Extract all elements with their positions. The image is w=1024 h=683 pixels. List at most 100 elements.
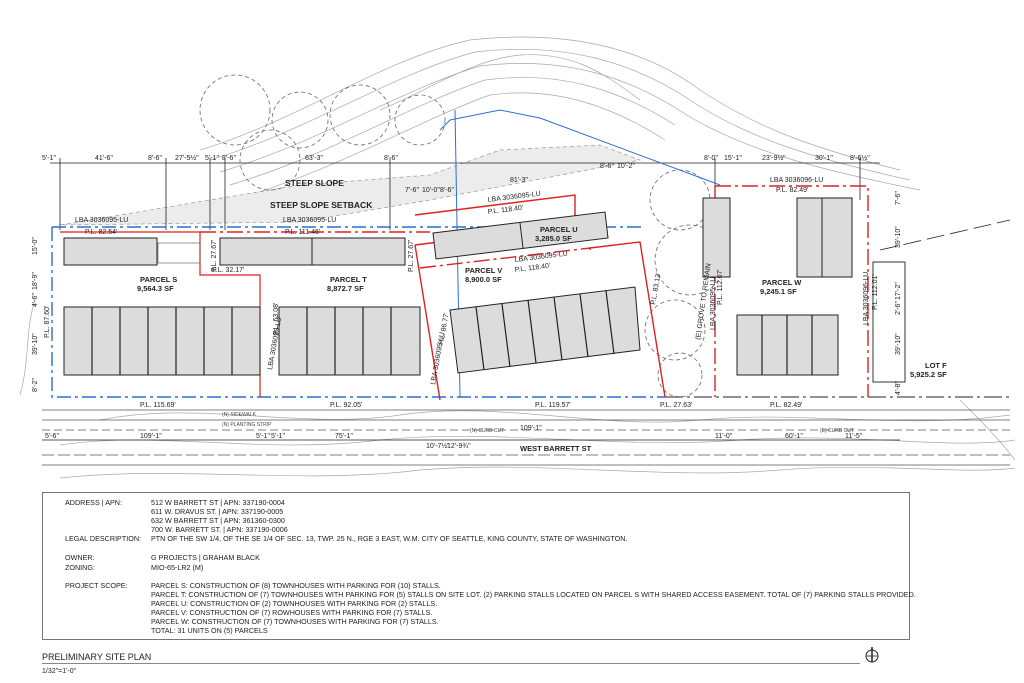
street-lines [42,409,1010,466]
scope-line: PARCEL W: CONSTRUCTION OF (7) TOWNHOUSES… [151,617,439,626]
dim-label: 109'-1" [140,433,162,440]
steep-slope-setback-label: STEEP SLOPE SETBACK [270,200,373,210]
side-dimensions: 15'-0" 18'-9" 4'-6" 39'-10" 8'-2" 7'-6" … [32,191,902,395]
buildings-parcel-u-v [432,211,641,374]
lba-label: LBA 3036095-LU [514,251,568,264]
steep-slope-label: STEEP SLOPE [285,178,344,188]
parcel-s-area: 9,564.3 SF [137,284,174,293]
address-label: ADDRESS | APN: [65,498,122,507]
unit-dividers [91,307,392,375]
lot-f-label: LOT F [925,361,947,370]
pl-label: P.L. 118.40' [514,263,550,274]
owner-value: G PROJECTS | GRAHAM BLACK [151,553,260,562]
dim-label: 5'-1" [42,155,56,162]
parcel-w-area: 9,245.1 SF [760,287,797,296]
dim-label: 12'-9¾" [447,443,471,450]
lba-label: LBA 3036095-LU [283,217,336,224]
top-dimension-string: 5'-1" 41'-6" 8'-6" 27'-5½" 5'-1" 8'-6" 6… [42,154,880,230]
pl-label: P.L. 82.54' [85,229,117,236]
dim-label: 7'-6" [405,187,419,194]
dim-label: 15'-1" [724,155,742,162]
dim-label: 10'-7½" [426,442,450,450]
street-label: WEST BARRETT ST [520,444,592,453]
scope-line: PARCEL V: CONSTRUCTION OF (7) ROWHOUSES … [151,608,433,617]
dim-label: 8'-6" [384,155,398,162]
owner-label: OWNER: [65,553,95,562]
north-arrow-icon [865,647,879,663]
address-line: 632 W BARRETT ST | APN: 361360-0300 [151,516,285,525]
dim-label: 5'-6" [45,433,59,440]
dim-label: 11'-0" [715,433,733,440]
dim-label: 8'-6" [148,155,162,162]
dim-label: 5'-1" [271,433,285,440]
pl-label: P.L. 82.49' [770,402,802,409]
dim-label: 109'-1" [520,425,542,432]
dim-label: 2'-6" [895,301,902,315]
dim-label: 8'-2" [32,378,39,392]
legal-label: LEGAL DESCRIPTION: [65,534,142,543]
dim-label: 8'-6" [600,163,614,170]
dim-label: 39'-10" [895,226,902,248]
dim-label: 75'-1" [335,433,353,440]
pl-label: P.L. 87.60' [44,306,51,338]
parcel-s-label: PARCEL S [140,275,177,284]
buildings-parcel-s-t [63,237,421,376]
sheet-scale: 1/32"=1'-0" [42,668,77,675]
scope-label: PROJECT SCOPE: [65,581,128,590]
dim-label: 39'-10" [32,333,39,355]
dim-label: 39'-10" [895,333,902,355]
dim-label: 63'-3" [305,155,323,162]
lba-label: LBA 3036095-LU [75,217,128,224]
address-row: ADDRESS | APN: 512 W BARRETT ST | APN: 3… [65,498,288,534]
zoning-value: MIO-65-LR2 (M) [151,563,204,572]
bottom-dimensions: 5'-6" 109'-1" 5'-1" 5'-1" 75'-1" 10'-7½"… [45,425,863,450]
pl-label: P.L. 63.08' [273,303,280,335]
dim-label: 18'-9" [32,272,39,290]
pl-label: P.L. 27.67' [211,240,218,272]
lba-label: LBA 3036096-LU [770,177,823,184]
project-info-box: ADDRESS | APN: 512 W BARRETT ST | APN: 3… [42,492,916,640]
parcel-u-label: PARCEL U [540,225,578,234]
scope-line: PARCEL S: CONSTRUCTION OF (8) TOWNHOUSES… [151,581,441,590]
lba-label: LBA 3036095-LU [710,277,717,330]
legal-description: PTN OF THE SW 1/4, OF THE SE 1/4 OF SEC.… [151,534,628,543]
pl-label: P.L. 112.07' [717,269,724,305]
buildings-parcel-w [702,197,906,383]
dim-label: 5'-1" [205,155,219,162]
pl-label: P.L. 112.01' [872,274,879,310]
scope-line: PARCEL U: CONSTRUCTION OF (2) TOWNHOUSES… [151,599,438,608]
pl-label: P.L. 27.63' [660,402,692,409]
note-label: (E) CURB CUT [820,428,854,434]
parcel-u-area: 3,285.0 SF [535,234,572,243]
pl-label: P.L. 27.67' [408,240,415,272]
dim-label: 8'-6" [440,187,454,194]
dim-label: 4'-8" [895,381,902,395]
address-line: 611 W. DRAVUS ST. | APN: 337190-0005 [151,507,284,516]
dim-label: 15'-0" [32,237,39,255]
dim-label: 17'-2" [895,282,902,300]
steep-slope-setback-area [59,144,642,226]
scope-line: TOTAL: 31 UNITS ON (5) PARCELS [151,626,268,635]
zoning-label: ZONING: [65,563,95,572]
title-underline [42,663,860,664]
pl-label: P.L. 86.77' [438,312,451,345]
dim-label: 30'-1" [815,155,833,162]
dim-label: 8'-6" [222,155,236,162]
pl-label: P.L. 83.13' [650,272,663,305]
dim-label: 8'-0" [704,155,718,162]
lba-label: LBA 3036096-LU [863,272,870,325]
note-label: (N) CURB CUT [470,428,504,434]
dim-label: 81'-3" [510,177,528,184]
dim-label: 4'-6" [32,293,39,307]
pl-label: P.L. 115.69' [140,402,176,409]
topographic-contours [19,36,1016,479]
pl-label: P.L. 92.05' [330,402,362,409]
parcel-v-label: PARCEL V [465,266,502,275]
parcel-w-label: PARCEL W [762,278,802,287]
dim-label: 41'-6" [95,155,113,162]
dim-label: 60'-1" [785,433,803,440]
parcel-t-area: 8,872.7 SF [327,284,364,293]
address-line: 700 W. BARRETT ST. | APN: 337190-0006 [151,525,288,534]
pl-label: P.L. 111.46' [285,229,320,236]
